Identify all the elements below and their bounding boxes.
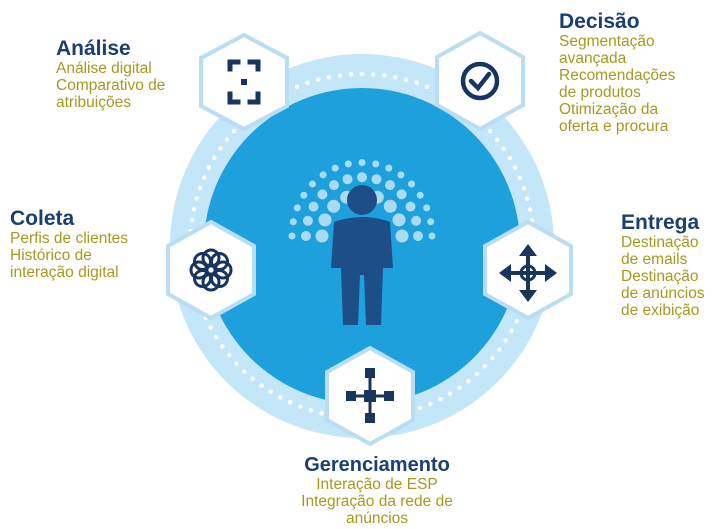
loop-ring <box>189 260 209 280</box>
item-gerenciamento-3: anúncios <box>345 510 409 527</box>
person-icon <box>331 185 393 325</box>
halo-dot <box>357 172 367 183</box>
item-analise-1: Análise digital <box>56 60 152 77</box>
loop-ring <box>213 260 233 280</box>
halo-dot <box>327 199 341 213</box>
item-entrega-1: Destinação <box>621 234 699 251</box>
title-decisao: Decisão <box>559 10 640 33</box>
halo-dot <box>358 159 366 166</box>
item-analise-2: Comparativo de <box>56 77 166 94</box>
halo-dot <box>383 199 397 213</box>
halo-dot <box>289 218 297 226</box>
loop-ring <box>201 272 221 292</box>
item-decisao-1: Segmentação <box>559 33 655 50</box>
label-analise: Análise Análise digital Comparativo de a… <box>56 37 166 112</box>
item-gerenciamento-1: Interação de ESP <box>316 476 438 493</box>
halo-dot <box>344 160 352 168</box>
item-decisao-3: Recomendações <box>559 67 676 84</box>
item-decisao-5: Otimização da <box>559 101 659 118</box>
halo-dot <box>423 204 431 212</box>
item-decisao-2: avançada <box>559 50 627 67</box>
item-decisao-6: oferta e procura <box>559 118 669 135</box>
halo-dot <box>371 174 382 185</box>
item-entrega-5: de exibição <box>621 302 700 319</box>
halo-dot <box>329 180 339 191</box>
title-gerenciamento: Gerenciamento <box>304 454 450 476</box>
check-circle-icon <box>460 61 500 101</box>
hexagon-entrega <box>483 219 573 321</box>
halo-dot <box>405 201 416 212</box>
halo-dot <box>288 232 296 240</box>
halo-dot <box>427 218 435 226</box>
label-entrega: Entrega Destinação de emails Destinação … <box>621 211 705 320</box>
item-gerenciamento-2: Integração da rede de <box>301 493 453 510</box>
label-decisao: Decisão Segmentação avançada Recomendaçõ… <box>559 10 676 136</box>
hexagon-analise <box>199 32 289 132</box>
hexagon-coleta <box>166 219 256 321</box>
halo-dot <box>397 171 405 179</box>
item-entrega-4: de anúncios <box>621 285 705 302</box>
label-gerenciamento: Gerenciamento Interação de ESP Integraçã… <box>260 454 494 527</box>
title-analise: Análise <box>56 37 131 60</box>
halo-dot <box>308 201 319 212</box>
loop-ring <box>201 248 221 268</box>
item-coleta-3: interação digital <box>10 264 119 281</box>
item-entrega-3: Destinação <box>621 268 699 285</box>
halo-dot <box>408 180 415 188</box>
item-entrega-2: de emails <box>621 251 688 268</box>
title-coleta: Coleta <box>10 207 75 230</box>
halo-dot <box>301 231 311 241</box>
halo-dot <box>319 171 327 179</box>
halo-dot <box>385 180 395 191</box>
halo-dot <box>309 180 316 188</box>
item-coleta-2: Histórico de <box>10 247 92 264</box>
halo-dot <box>318 213 332 227</box>
hexagon-decisao <box>435 30 525 132</box>
hexagon-gerenciamento <box>325 345 415 447</box>
halo-dot <box>302 215 313 226</box>
loops-ring-icon <box>189 248 233 292</box>
halo-dot <box>396 189 407 200</box>
loop-ring <box>210 252 229 271</box>
title-entrega: Entrega <box>621 211 700 234</box>
halo-dot <box>416 191 424 199</box>
item-analise-3: atribuições <box>56 94 131 111</box>
halo-dot <box>411 215 422 226</box>
halo-dot <box>342 174 353 185</box>
network-nodes-icon <box>346 368 394 423</box>
four-arrows-icon <box>499 244 557 302</box>
halo-dot <box>428 232 436 240</box>
halo-dot <box>331 164 339 172</box>
item-decisao-4: de produtos <box>559 84 641 101</box>
halo-dot <box>385 164 393 172</box>
halo-dot <box>293 204 301 212</box>
halo-dot <box>315 229 329 243</box>
item-coleta-1: Perfis de clientes <box>10 230 129 247</box>
label-coleta: Coleta Perfis de clientes Histórico de i… <box>10 207 129 282</box>
halo-dot <box>300 191 308 199</box>
halo-dot <box>372 160 380 168</box>
halo-dot <box>395 229 409 243</box>
halo-dot <box>392 213 406 227</box>
halo-dot <box>317 189 328 200</box>
halo-dot <box>413 231 423 241</box>
focus-frame-icon <box>227 59 261 105</box>
